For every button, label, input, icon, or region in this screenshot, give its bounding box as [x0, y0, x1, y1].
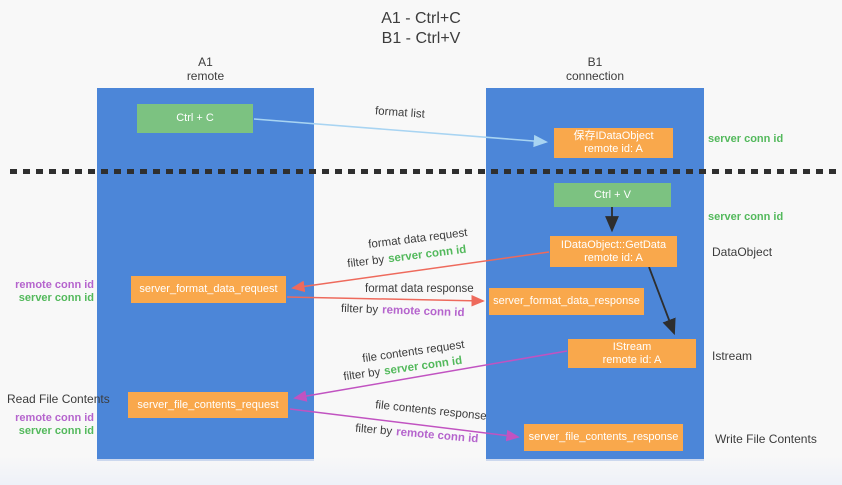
- node-server-format-data-response-label: server_format_data_response: [493, 295, 640, 307]
- label-remote-conn-id-1: remote conn id: [15, 279, 94, 291]
- label-group-format-conn-ids: remote conn id server conn id: [0, 279, 94, 305]
- remote-conn-id-text: remote conn id: [395, 426, 479, 446]
- label-write-file-contents: Write File Contents: [715, 432, 817, 446]
- node-server-file-contents-response: server_file_contents_response: [524, 424, 683, 451]
- column-header-a1: A1 remote: [97, 55, 314, 83]
- label-server-conn-id-left-1: server conn id: [18, 292, 94, 304]
- label-server-conn-id-mid: server conn id: [708, 211, 784, 223]
- title-line-2: B1 - Ctrl+V: [381, 30, 461, 47]
- label-group-file-conn-ids: remote conn id server conn id: [0, 412, 94, 438]
- node-server-format-data-request: server_format_data_request: [131, 276, 286, 303]
- node-idataobject-getdata-line1: IDataObject::GetData: [560, 238, 667, 251]
- column-a1-name: A1: [198, 55, 213, 69]
- node-ctrl-c: Ctrl + C: [137, 104, 253, 133]
- node-save-idataobject-line1: 保存IDataObject: [573, 130, 654, 142]
- node-istream: IStream remote id: A: [568, 339, 696, 368]
- label-format-data-response: format data response: [365, 283, 474, 295]
- label-remote-conn-id-2: remote conn id: [15, 412, 94, 424]
- filter-by-text: filter by: [342, 366, 382, 384]
- node-ctrl-v-label: Ctrl + V: [594, 188, 631, 201]
- column-header-b1: B1 connection: [486, 55, 704, 83]
- label-dataobject: DataObject: [712, 245, 773, 259]
- node-save-idataobject: 保存IDataObject remote id: A: [554, 128, 673, 158]
- label-file-contents-response: file contents response: [374, 399, 488, 423]
- node-idataobject-getdata: IDataObject::GetData remote id: A: [550, 236, 677, 267]
- column-a1-subtitle: remote: [186, 69, 225, 83]
- column-b1-subtitle: connection: [565, 69, 625, 83]
- filter-by-text: filter by: [354, 422, 393, 438]
- filter-by-text: filter by: [340, 302, 379, 317]
- node-server-file-contents-response-label: server_file_contents_response: [528, 431, 679, 443]
- arrow-format-data-response: [286, 294, 485, 307]
- label-istream: Istream: [712, 349, 753, 363]
- label-read-file-contents: Read File Contents: [7, 392, 110, 406]
- node-istream-line2: remote id: A: [602, 353, 662, 366]
- label-server-conn-id-left-2: server conn id: [18, 425, 94, 437]
- label-server-conn-id-top: server conn id: [708, 133, 784, 145]
- column-b1-name: B1: [587, 55, 603, 69]
- phase-separator-dotted-line: [10, 169, 842, 174]
- node-idataobject-getdata-line2: remote id: A: [584, 251, 643, 264]
- node-ctrl-c-label: Ctrl + C: [176, 112, 214, 124]
- node-server-format-data-request-label: server_format_data_request: [139, 283, 278, 295]
- node-ctrl-v: Ctrl + V: [554, 183, 671, 207]
- node-server-format-data-response: server_format_data_response: [489, 288, 644, 315]
- label-format-list: format list: [374, 105, 426, 121]
- node-istream-line1: IStream: [612, 340, 652, 353]
- diagram-title: A1 - Ctrl+C B1 - Ctrl+V: [0, 9, 842, 49]
- node-server-file-contents-request: server_file_contents_request: [128, 392, 288, 418]
- filter-by-text: filter by: [346, 253, 385, 271]
- node-save-idataobject-line2: remote id: A: [584, 143, 643, 155]
- node-server-file-contents-request-label: server_file_contents_request: [137, 398, 279, 411]
- title-line-1: A1 - Ctrl+C: [381, 10, 461, 27]
- remote-conn-id-text: remote conn id: [381, 304, 465, 320]
